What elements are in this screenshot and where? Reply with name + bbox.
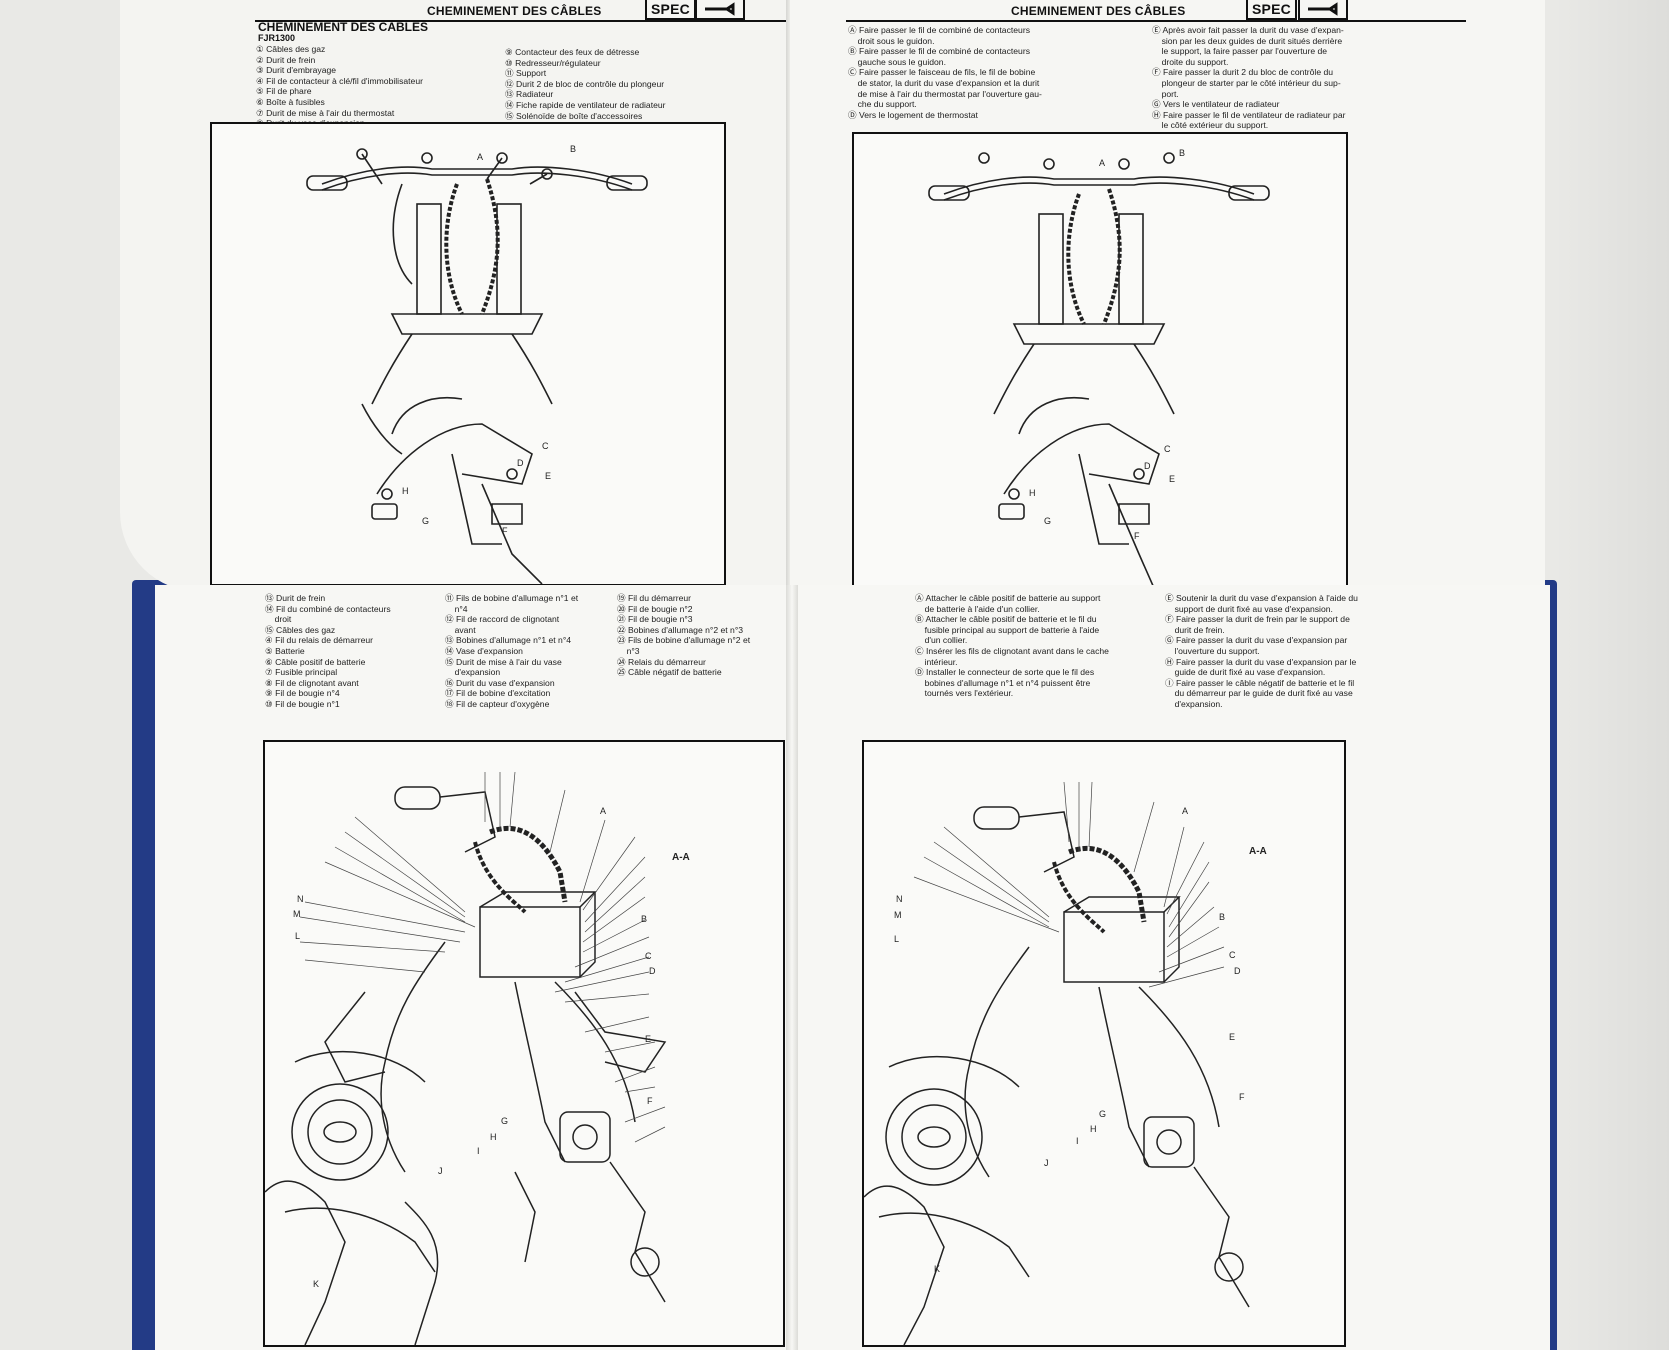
- svg-text:F: F: [1239, 1092, 1245, 1102]
- svg-text:A: A: [1182, 806, 1188, 816]
- svg-text:M: M: [894, 910, 902, 920]
- svg-text:J: J: [438, 1166, 443, 1176]
- svg-text:E: E: [1229, 1032, 1235, 1042]
- engine-drawing-left: A B CD E F GH I J K L MN A-A: [265, 771, 690, 1345]
- model-name: FJR1300: [258, 33, 296, 43]
- wrench-icon: [695, 0, 745, 20]
- svg-text:A: A: [477, 152, 483, 162]
- legend-col-1: ① Câbles des gaz ② Durit de frein ③ Duri…: [256, 44, 423, 128]
- svg-text:H: H: [1029, 488, 1036, 498]
- svg-text:H: H: [490, 1132, 497, 1142]
- svg-text:C: C: [645, 951, 652, 961]
- page-lower: ⑬ Durit de frein ⑭ Fil du combiné de con…: [155, 585, 1550, 1350]
- lower-legend-col-2: ⑪ Fils de bobine d'allumage n°1 et n°4 ⑫…: [445, 593, 579, 709]
- svg-text:G: G: [1099, 1109, 1106, 1119]
- svg-text:J: J: [1044, 1158, 1049, 1168]
- svg-text:G: G: [1044, 516, 1051, 526]
- svg-text:A: A: [600, 806, 606, 816]
- svg-text:D: D: [517, 458, 524, 468]
- spec-badge-left: SPEC: [645, 0, 696, 20]
- svg-text:I: I: [1076, 1136, 1079, 1146]
- svg-text:B: B: [570, 144, 576, 154]
- svg-text:N: N: [297, 894, 304, 904]
- diagram-handlebar-right: A B C D E H F G: [852, 132, 1348, 590]
- svg-text:B: B: [641, 914, 647, 924]
- svg-text:M: M: [293, 909, 301, 919]
- diagram-handlebar-left: A B C D E H F G: [210, 122, 726, 586]
- svg-text:H: H: [402, 486, 409, 496]
- svg-text:F: F: [502, 526, 508, 536]
- svg-text:B: B: [1219, 912, 1225, 922]
- svg-text:C: C: [542, 441, 549, 451]
- section-label-aa: A-A: [672, 852, 690, 863]
- lower-notes-col-2: Ⓔ Soutenir la durit du vase d'expansion …: [1165, 593, 1358, 709]
- svg-text:K: K: [934, 1264, 940, 1274]
- svg-text:A: A: [1099, 158, 1105, 168]
- svg-text:K: K: [313, 1279, 319, 1289]
- svg-text:C: C: [1164, 444, 1171, 454]
- svg-text:F: F: [647, 1096, 653, 1106]
- header-title-right: CHEMINEMENT DES CÂBLES: [1011, 4, 1186, 18]
- svg-text:L: L: [894, 934, 899, 944]
- lower-notes-col-1: Ⓐ Attacher le câble positif de batterie …: [915, 593, 1109, 699]
- header-title-left: CHEMINEMENT DES CÂBLES: [427, 4, 602, 18]
- svg-text:G: G: [501, 1116, 508, 1126]
- page-upper-left: CHEMINEMENT DES CÂBLES SPEC CHEMINEMENT …: [120, 0, 790, 592]
- page-upper-right: CHEMINEMENT DES CÂBLES SPEC Ⓐ Faire pass…: [790, 0, 1545, 590]
- wrench-icon-right: [1298, 0, 1348, 20]
- svg-text:H: H: [1090, 1124, 1097, 1134]
- svg-text:E: E: [545, 471, 551, 481]
- svg-text:N: N: [896, 894, 903, 904]
- svg-text:F: F: [1134, 531, 1140, 541]
- svg-text:D: D: [1234, 966, 1241, 976]
- lower-legend-col-3: ⑲ Fil du démarreur ⑳ Fil de bougie n°2 ㉑…: [617, 593, 751, 678]
- spec-badge-right: SPEC: [1246, 0, 1297, 20]
- svg-text:G: G: [422, 516, 429, 526]
- page-header-left: CHEMINEMENT DES CÂBLES SPEC: [255, 0, 790, 22]
- section-subtitle: CHEMINEMENT DES CÂBLES: [258, 20, 429, 34]
- notes-col-1: Ⓐ Faire passer le fil de combiné de cont…: [848, 25, 1042, 120]
- handlebar-drawing: A B C D E H F G: [306, 144, 648, 584]
- right-shade: [1554, 0, 1669, 1350]
- svg-text:L: L: [295, 931, 300, 941]
- svg-text:D: D: [649, 966, 656, 976]
- lower-legend-col-1: ⑬ Durit de frein ⑭ Fil du combiné de con…: [265, 593, 391, 709]
- page-header-right: CHEMINEMENT DES CÂBLES SPEC: [846, 0, 1466, 22]
- handlebar-drawing-right: A B C D E H F G: [928, 148, 1270, 588]
- lower-fold: [786, 585, 798, 1350]
- legend-col-2: ⑨ Contacteur des feux de détresse ⑩ Redr…: [505, 47, 666, 121]
- svg-text:B: B: [1179, 148, 1185, 158]
- svg-text:C: C: [1229, 950, 1236, 960]
- svg-text:I: I: [477, 1146, 480, 1156]
- engine-drawing-right: A B CD E F GH I J K L MN A-A: [864, 781, 1267, 1345]
- svg-text:E: E: [1169, 474, 1175, 484]
- notes-col-2: Ⓔ Après avoir fait passer la durit du va…: [1152, 25, 1346, 131]
- section-label-aa-right: A-A: [1249, 846, 1267, 857]
- svg-text:E: E: [645, 1034, 651, 1044]
- svg-text:D: D: [1144, 461, 1151, 471]
